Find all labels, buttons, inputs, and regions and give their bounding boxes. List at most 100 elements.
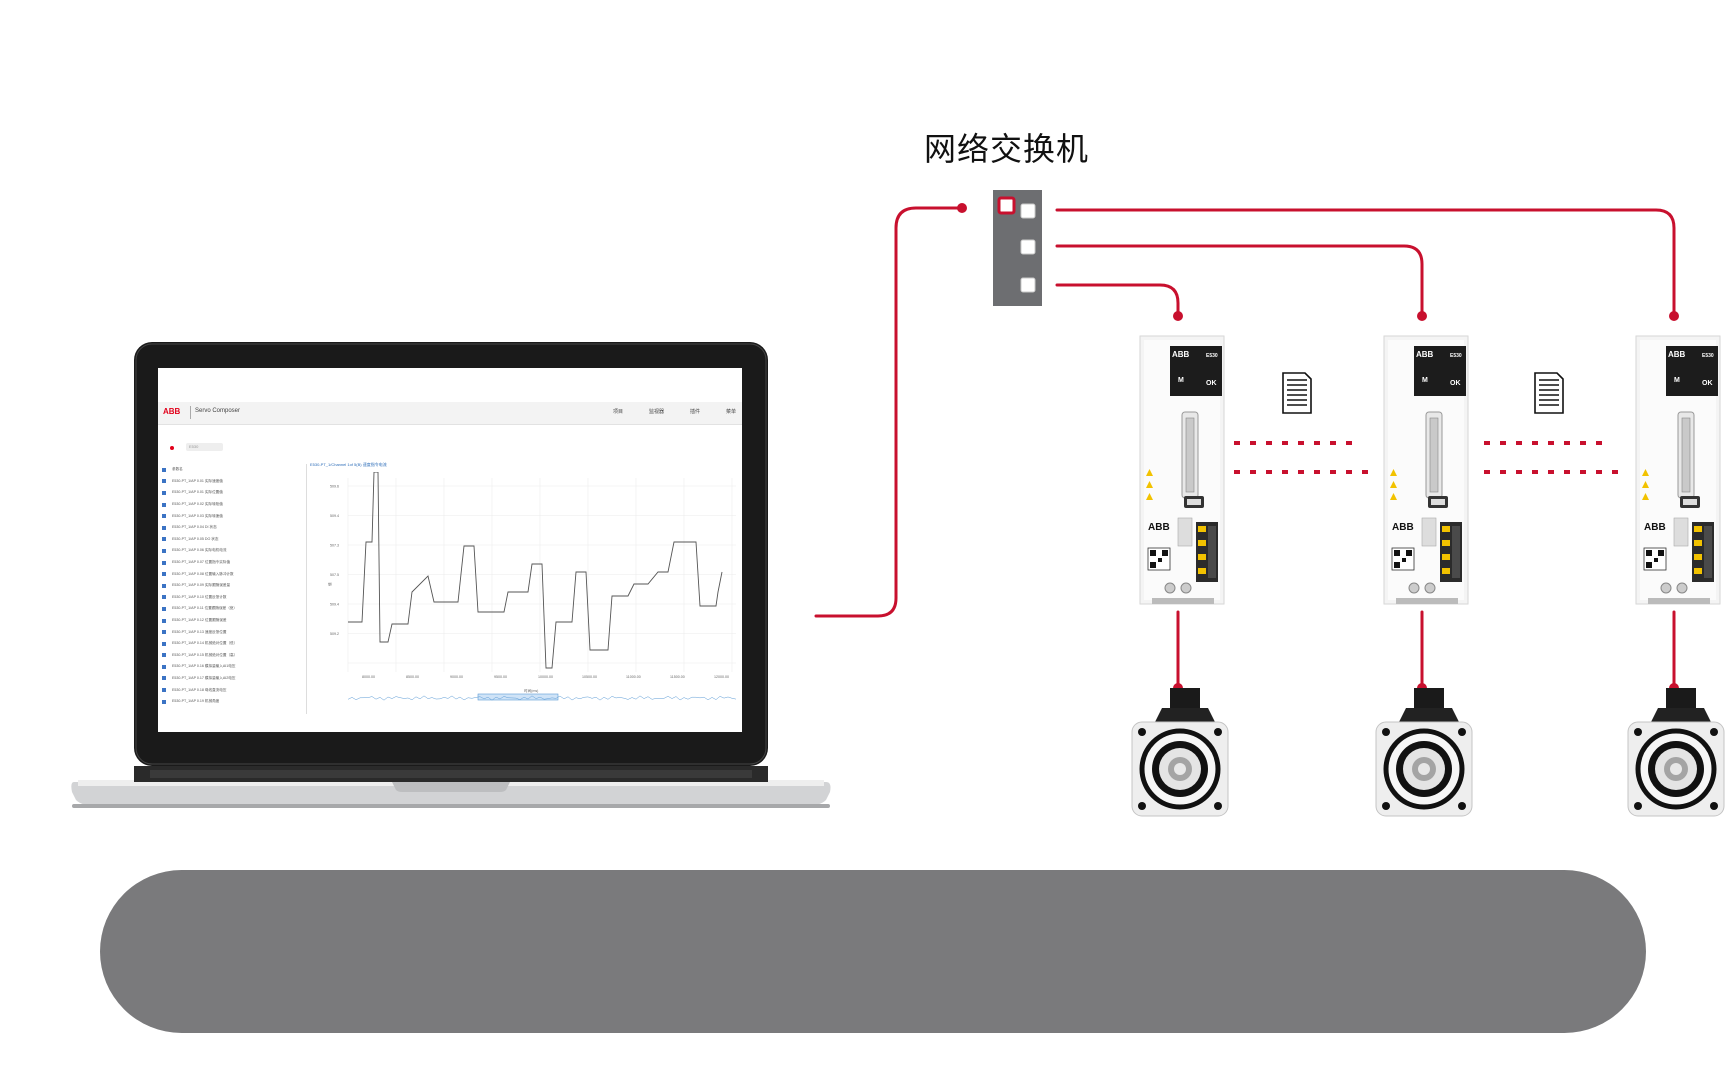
app-header: ABB Servo Composer 项目 监视器 插件 菜单: [158, 402, 742, 425]
checkbox[interactable]: [162, 664, 166, 669]
list-item[interactable]: E530-PT_1/AP 0.14 机械绝对位置（低）: [162, 638, 306, 650]
menu-item-project[interactable]: 项目: [612, 409, 623, 415]
checkbox[interactable]: [162, 583, 166, 588]
checkbox[interactable]: [162, 641, 166, 646]
cable-switch-to-drive-3: [1055, 208, 1676, 318]
drive-front-brand: ABB: [1644, 522, 1666, 533]
drive-brand: ABB: [1416, 350, 1434, 359]
checkbox[interactable]: [162, 653, 166, 658]
list-item[interactable]: E530-PT_1/AP 0.10 位置反馈计数: [162, 592, 306, 604]
document-icon: [1282, 372, 1312, 414]
servo-motor-3: [1628, 688, 1724, 816]
list-item[interactable]: E530-PT_1/AP 0.13 速度反馈位置: [162, 626, 306, 638]
list-item[interactable]: E530-PT_1/AP 0.19 机械角度: [162, 696, 306, 708]
drive-ok-key: OK: [1450, 380, 1461, 387]
checkbox[interactable]: [162, 560, 166, 565]
y-tick-label: 509.4: [330, 603, 339, 607]
switch-port: [1020, 203, 1036, 219]
servo-drive-3: ABB E530 M OK ABB: [1635, 335, 1721, 605]
base-bar: [100, 870, 1646, 1033]
list-item[interactable]: E530-PT_1/AP 0.03 实际转速值: [162, 510, 306, 522]
checkbox[interactable]: [162, 467, 166, 472]
checkbox[interactable]: [162, 479, 166, 484]
chart-title: E530-PT_1/Channel 1of 5(B) 速度指令电流: [310, 462, 387, 467]
list-item-label: E530-PT_1/AP 0.16 模拟量输入AI1电压: [172, 664, 236, 669]
checkbox[interactable]: [162, 525, 166, 530]
list-item-label: E530-PT_1/AP 0.19 机械角度: [172, 699, 220, 704]
switch-port: [1020, 277, 1036, 293]
checkbox[interactable]: [162, 618, 166, 623]
list-item[interactable]: E530-PT_1/AP 0.01 实际速度值: [162, 476, 306, 488]
checkbox[interactable]: [162, 606, 166, 611]
app-menu: 项目 监视器 插件 菜单: [613, 408, 736, 415]
drive-model: E530: [1206, 353, 1218, 359]
servo-motor-1: [1132, 688, 1228, 816]
cable-switch-to-drive-2: [1055, 244, 1424, 318]
x-tick-label: 11500.00: [670, 675, 685, 679]
switch-title: 网络交换机: [924, 130, 1090, 168]
list-item-label: E530-PT_1/AP 0.14 机械绝对位置（低）: [172, 641, 238, 646]
drive-m-key: M: [1674, 377, 1680, 384]
list-item[interactable]: E530-PT_1/AP 0.18 母线直流电压: [162, 684, 306, 696]
list-item[interactable]: E530-PT_1/AP 0.01 实际位置值: [162, 487, 306, 499]
checkbox[interactable]: [162, 514, 166, 519]
x-tick-label: 8500.00: [406, 675, 419, 679]
list-item[interactable]: E530-PT_1/AP 0.08 位置输入脉冲计数: [162, 568, 306, 580]
x-tick-label: 9500.00: [494, 675, 507, 679]
checkbox[interactable]: [162, 537, 166, 542]
checkbox[interactable]: [162, 595, 166, 600]
chart-panel: E530-PT_1/Channel 1of 5(B) 速度指令电流 509.6 5…: [308, 462, 740, 732]
list-item[interactable]: E530-PT_1/AP 0.12 位置跟随误差: [162, 615, 306, 627]
list-item[interactable]: E530-PT_1/AP 0.16 模拟量输入AI1电压: [162, 661, 306, 673]
x-axis-label: 时间(ms): [524, 688, 538, 693]
drive-front-brand: ABB: [1392, 522, 1414, 533]
laptop-screen: ABB Servo Composer 项目 监视器 插件 菜单 E530 参数名…: [158, 368, 742, 732]
x-tick-label: 8000.00: [362, 675, 375, 679]
switch-port: [1020, 239, 1036, 255]
list-item-label: E530-PT_1/AP 0.02 实际转矩值: [172, 502, 223, 507]
app-toolbar: E530: [158, 442, 742, 456]
list-item[interactable]: E530-PT_1/AP 0.15 机械绝对位置（高）: [162, 650, 306, 662]
list-item-label: E530-PT_1/AP 0.11 位置跟随误差（绝）: [172, 606, 237, 611]
document-icon: [1534, 372, 1564, 414]
checkbox[interactable]: [162, 699, 166, 704]
checkbox[interactable]: [162, 630, 166, 635]
app-title: Servo Composer: [195, 408, 241, 414]
menu-item-monitor[interactable]: 监视器: [648, 409, 664, 415]
list-item-label: E530-PT_1/AP 0.12 位置跟随误差: [172, 618, 227, 623]
servo-motor-2: [1376, 688, 1472, 816]
x-tick-label: 12000.00: [714, 675, 729, 679]
device-select[interactable]: E530: [186, 443, 223, 451]
list-item[interactable]: E530-PT_1/AP 0.17 模拟量输入AI2电压: [162, 673, 306, 685]
list-item-label: E530-PT_1/AP 0.08 位置输入脉冲计数: [172, 571, 234, 576]
list-item[interactable]: E530-PT_1/AP 0.07 位置指令实际值: [162, 557, 306, 569]
checkbox[interactable]: [162, 572, 166, 577]
list-item[interactable]: E530-PT_1/AP 0.06 实际电机电流: [162, 545, 306, 557]
overview-line: [347, 695, 736, 701]
y-tick-label: 509.4: [330, 514, 339, 518]
menu-item-menu[interactable]: 菜单: [725, 409, 736, 415]
checkbox[interactable]: [162, 548, 166, 553]
list-item[interactable]: E530-PT_1/AP 0.11 位置跟随误差（绝）: [162, 603, 306, 615]
drive-m-key: M: [1422, 377, 1428, 384]
drive-brand: ABB: [1668, 350, 1686, 359]
trend-line: [348, 472, 723, 669]
list-item[interactable]: E530-PT_1/AP 0.04 DI 状态: [162, 522, 306, 534]
list-item-label: E530-PT_1/AP 0.01 实际位置值: [172, 490, 223, 495]
list-item[interactable]: E530-PT_1/AP 0.09 实际跟随误差量: [162, 580, 306, 592]
checkbox[interactable]: [162, 490, 166, 495]
checkbox[interactable]: [162, 502, 166, 507]
network-cables: [814, 206, 1676, 690]
y-tick-label: 509.6: [330, 485, 339, 489]
checkbox[interactable]: [162, 688, 166, 693]
record-icon[interactable]: [170, 446, 174, 450]
list-item-label: E530-PT_1/AP 0.06 实际电机电流: [172, 548, 227, 553]
list-item[interactable]: E530-PT_1/AP 0.05 DO 状态: [162, 534, 306, 546]
drive-model: E530: [1450, 353, 1462, 359]
servo-drive-2: ABB E530 M OK ABB: [1383, 335, 1469, 605]
list-item[interactable]: E530-PT_1/AP 0.02 实际转矩值: [162, 499, 306, 511]
cable-laptop-to-switch: [814, 206, 964, 618]
menu-item-plugin[interactable]: 插件: [689, 409, 700, 415]
checkbox[interactable]: [162, 676, 166, 681]
y-tick-label: 507.3: [330, 544, 339, 548]
